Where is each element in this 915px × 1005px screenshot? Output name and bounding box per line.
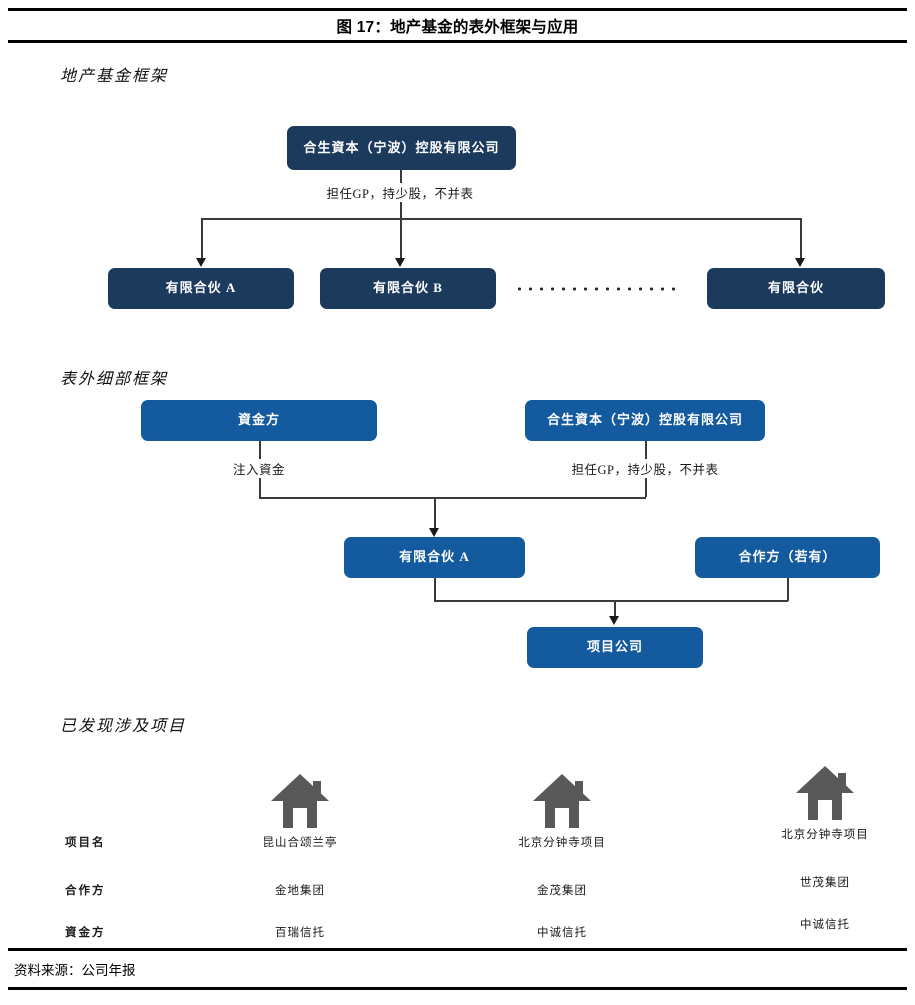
- edge-label-gp-terms: 担任GP，持少股，不并表: [320, 183, 480, 202]
- table-cell-funder: 中诚信托: [537, 927, 587, 939]
- box-limited-partnership-b[interactable]: 有限合伙 B: [320, 268, 496, 309]
- arrow-lp-n: [795, 258, 805, 267]
- table-cell-funder: 百瑞信托: [275, 927, 325, 939]
- house-icon: [269, 772, 331, 835]
- connector-drop-lp-n: [800, 218, 802, 260]
- table-cell-funder: 中诚信托: [800, 919, 850, 931]
- connector-bus-three: [434, 600, 788, 602]
- section-caption-identified-projects: 已发现涉及项目: [60, 718, 187, 735]
- title-underline-rule: [8, 40, 907, 43]
- box-holding-company[interactable]: 合生資本（宁波）控股有限公司: [287, 126, 516, 170]
- box-limited-partnership-a-two[interactable]: 有限合伙 A: [344, 537, 525, 578]
- box-project-company[interactable]: 项目公司: [527, 627, 703, 668]
- connector-drop-lp-a: [201, 218, 203, 260]
- box-cooperation-party[interactable]: 合作方（若有）: [695, 537, 880, 578]
- top-rule: [8, 8, 907, 11]
- arrow-lp-a: [196, 258, 206, 267]
- source-top-rule: [8, 948, 907, 951]
- table-cell-partner: 世茂集团: [800, 877, 850, 889]
- table-cell-project-name: 北京分钟寺项目: [781, 829, 869, 841]
- section-caption-fund-framework: 地产基金框架: [60, 68, 169, 85]
- house-icon: [794, 764, 856, 827]
- page-title: 图 17：地产基金的表外框架与应用: [336, 18, 579, 36]
- ellipsis-dots-icon: [514, 287, 676, 291]
- house-icon: [531, 772, 593, 835]
- row-label-partner: 合作方: [65, 885, 106, 897]
- table-cell-partner: 金地集团: [275, 885, 325, 897]
- connector-stem-lp-down: [434, 578, 436, 601]
- table-cell-partner: 金茂集团: [537, 885, 587, 897]
- connector-stem-partner-down: [787, 578, 789, 601]
- box-fund-provider[interactable]: 資金方: [141, 400, 377, 441]
- box-limited-partnership-a[interactable]: 有限合伙 A: [108, 268, 294, 309]
- table-cell-project-name: 昆山合颂兰亭: [262, 837, 338, 849]
- connector-drop-project: [614, 600, 616, 618]
- edge-label-inject-funds: 注入資金: [226, 459, 292, 478]
- row-label-funder: 資金方: [65, 927, 106, 939]
- connector-drop-lp-a-two: [434, 497, 436, 530]
- source-note: 资料来源：公司年报: [14, 963, 136, 978]
- arrow-lp-b: [395, 258, 405, 267]
- connector-bus-two: [259, 497, 646, 499]
- table-cell-project-name: 北京分钟寺项目: [518, 837, 606, 849]
- source-bottom-rule: [8, 987, 907, 990]
- connector-bus-one: [201, 218, 801, 220]
- arrow-lp-a-two: [429, 528, 439, 537]
- box-limited-partnership-n[interactable]: 有限合伙: [707, 268, 885, 309]
- box-sponsor-holding-company[interactable]: 合生資本（宁波）控股有限公司: [525, 400, 765, 441]
- row-label-project-name: 项目名: [65, 837, 106, 849]
- arrow-project-company: [609, 616, 619, 625]
- connector-drop-lp-b: [400, 218, 402, 260]
- edge-label-gp-terms-two: 担任GP，持少股，不并表: [565, 459, 725, 478]
- section-caption-offbalance-framework: 表外细部框架: [60, 371, 169, 388]
